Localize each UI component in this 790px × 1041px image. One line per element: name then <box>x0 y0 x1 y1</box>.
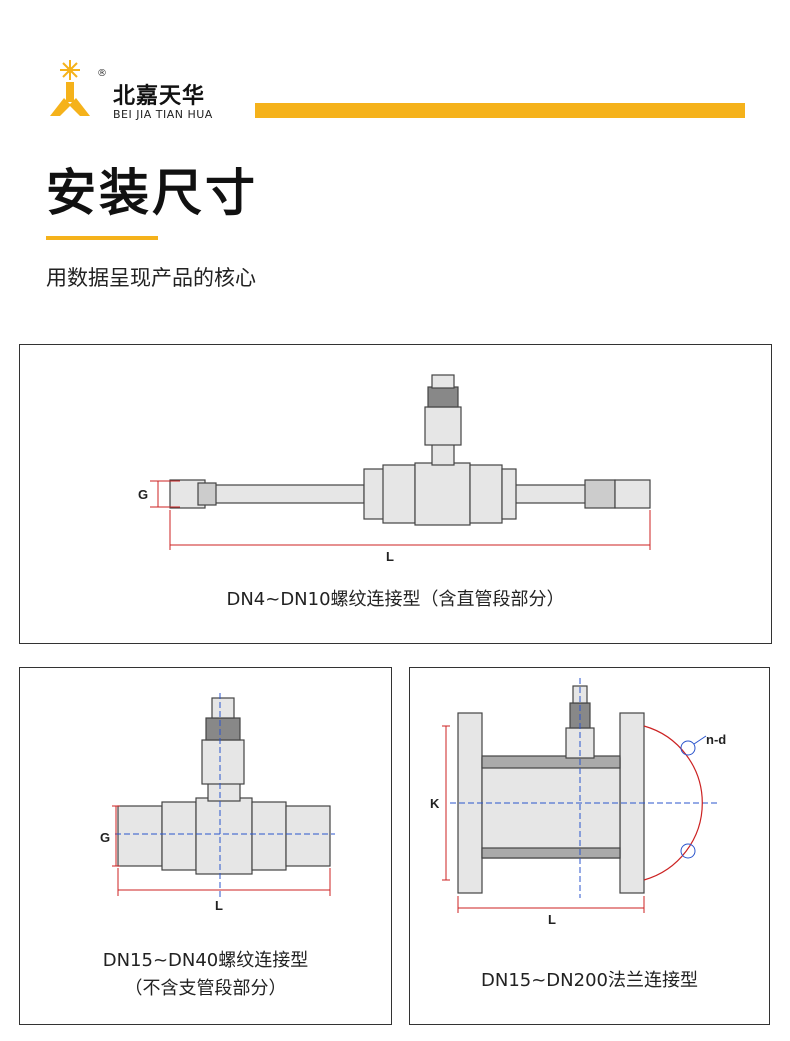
diagram-caption: DN15~DN200法兰连接型 <box>481 970 698 991</box>
diagram-panel-threaded-large: G L DN15~DN40螺纹连接型 （不含支管段部分） <box>19 667 392 1025</box>
dim-g-label: G <box>100 830 110 845</box>
dim-nd-label: n-d <box>706 732 726 747</box>
diagram-panel-threaded-small: G L DN4~DN10螺纹连接型（含直管段部分） <box>19 344 772 644</box>
logo-icon <box>50 60 90 116</box>
page-subtitle: 用数据呈现产品的核心 <box>46 266 256 290</box>
header-accent-bar <box>255 103 745 118</box>
flanged-drawing: K L n-d <box>430 678 726 927</box>
dim-l-label: L <box>548 912 556 927</box>
dim-l-label: L <box>215 898 223 913</box>
dim-g-label: G <box>138 487 148 502</box>
title-underline <box>46 236 158 240</box>
dim-k-label: K <box>430 796 440 811</box>
brand-name-cn: 北嘉天华 <box>113 84 206 109</box>
diagram-caption: DN4~DN10螺纹连接型（含直管段部分） <box>226 589 565 610</box>
diagram-panel-flanged: K L n-d DN15~DN200法兰连接型 <box>409 667 770 1025</box>
diagram-caption-line1: DN15~DN40螺纹连接型 <box>102 950 309 971</box>
page-title: 安装尺寸 <box>46 164 258 222</box>
threaded-large-drawing: G L <box>100 693 335 913</box>
dim-l-label: L <box>386 549 394 564</box>
threaded-small-drawing: G L <box>138 374 651 564</box>
registered-mark: ® <box>97 68 107 79</box>
diagram-caption-line2: （不含支管段部分） <box>124 978 287 999</box>
header: ® 北嘉天华 BEI JIA TIAN HUA <box>0 0 790 130</box>
brand-name-en: BEI JIA TIAN HUA <box>113 108 213 121</box>
